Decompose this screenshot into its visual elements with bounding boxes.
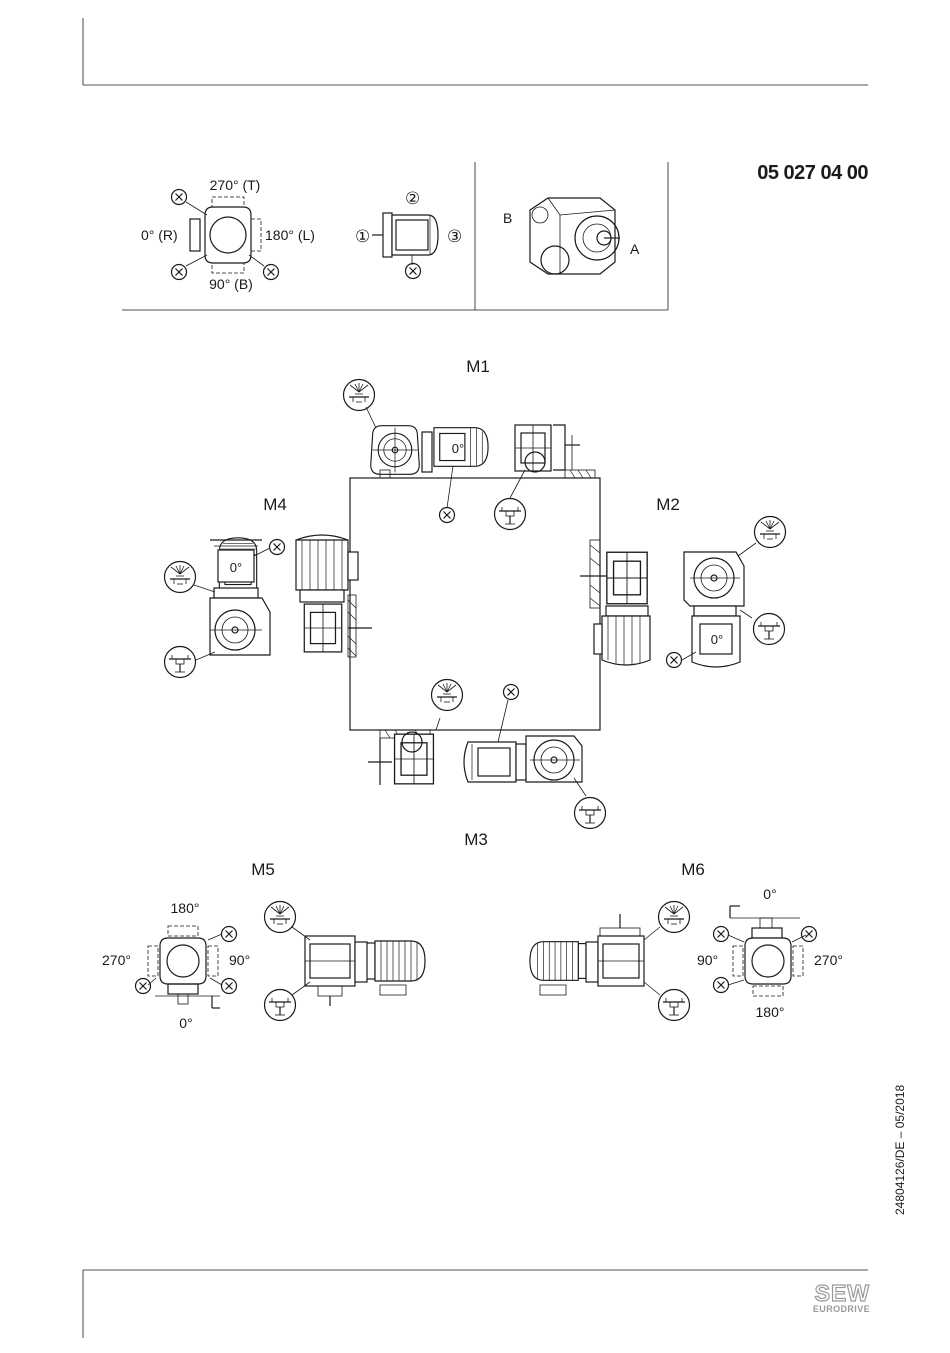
x-mark-icon <box>440 508 455 523</box>
x-mark-icon <box>222 979 237 994</box>
x-mark-icon <box>714 927 729 942</box>
drain-icon <box>165 647 196 678</box>
cable-entry-3: ③ <box>447 227 462 246</box>
position-m6-label: M6 <box>681 860 705 879</box>
m4-motor-angle: 0° <box>230 560 242 575</box>
x-mark-icon <box>714 978 729 993</box>
x-mark-icon <box>667 653 682 668</box>
breather-icon <box>755 517 786 548</box>
x-mark-icon <box>222 927 237 942</box>
m5-terminal-positions: 180° 270° 90° 0° <box>102 900 250 1031</box>
terminal-box-position-figure: 270° (T) 0° (R) 180° (L) 90° (B) <box>141 177 315 292</box>
sew-eurodrive-logo: SEW EURODRIVE <box>786 1282 870 1316</box>
m6-label-bottom: 180° <box>756 1004 785 1020</box>
page-frame <box>83 18 868 1338</box>
breather-icon <box>344 380 375 411</box>
label-270-t: 270° (T) <box>210 177 261 193</box>
drain-icon <box>575 798 606 829</box>
cable-entry-1: ① <box>355 227 370 246</box>
position-m1-label: M1 <box>466 357 490 376</box>
x-mark-icon <box>264 265 279 280</box>
logo-subtitle: EURODRIVE <box>786 1304 870 1314</box>
x-mark-icon <box>172 190 187 205</box>
m2-assembly: 0° <box>580 517 786 668</box>
position-m2-label: M2 <box>656 495 680 514</box>
m1-assembly: 0° <box>344 380 596 530</box>
reference-cube <box>350 478 600 730</box>
m6-terminal-positions: 0° 90° 270° 180° <box>697 886 843 1020</box>
drain-icon <box>659 990 690 1021</box>
breather-icon <box>165 562 196 593</box>
x-mark-icon <box>504 685 519 700</box>
m5-label-right: 90° <box>229 952 250 968</box>
m2-motor-angle: 0° <box>711 632 723 647</box>
side-a-label: A <box>630 241 640 257</box>
side-b-label: B <box>503 210 512 226</box>
x-mark-icon <box>270 540 285 555</box>
m3-assembly <box>368 680 606 829</box>
drain-icon <box>265 990 296 1021</box>
logo-wordmark: SEW <box>786 1282 870 1304</box>
x-mark-icon <box>406 264 421 279</box>
breather-icon <box>432 680 463 711</box>
x-mark-icon <box>172 265 187 280</box>
m5-assembly <box>265 902 426 1021</box>
m6-label-top: 0° <box>763 886 776 902</box>
gearbox-3d-figure: B A <box>503 198 640 274</box>
breather-icon <box>265 902 296 933</box>
m6-label-right: 270° <box>814 952 843 968</box>
m4-assembly: 0° <box>165 535 373 678</box>
document-reference: 24804126/DE – 05/2018 <box>893 1085 907 1215</box>
m1-motor-angle: 0° <box>452 441 464 456</box>
m5-label-left: 270° <box>102 952 131 968</box>
x-mark-icon <box>802 927 817 942</box>
position-m5-label: M5 <box>251 860 275 879</box>
cable-entry-2: ② <box>405 189 420 208</box>
m6-assembly <box>530 902 690 1021</box>
legend-panel: 270° (T) 0° (R) 180° (L) 90° (B) ① ② ③ <box>122 162 668 310</box>
position-m3-label: M3 <box>464 830 488 849</box>
breather-icon <box>659 902 690 933</box>
label-0-r: 0° (R) <box>141 227 178 243</box>
x-mark-icon <box>136 979 151 994</box>
drain-icon <box>754 614 785 645</box>
label-90-b: 90° (B) <box>209 276 253 292</box>
label-180-l: 180° (L) <box>265 227 315 243</box>
cable-entry-figure: ① ② ③ <box>355 189 462 279</box>
m6-label-left: 90° <box>697 952 718 968</box>
position-m4-label: M4 <box>263 495 287 514</box>
m5-label-top: 180° <box>171 900 200 916</box>
drain-icon <box>495 499 526 530</box>
m5-label-bottom: 0° <box>179 1015 192 1031</box>
